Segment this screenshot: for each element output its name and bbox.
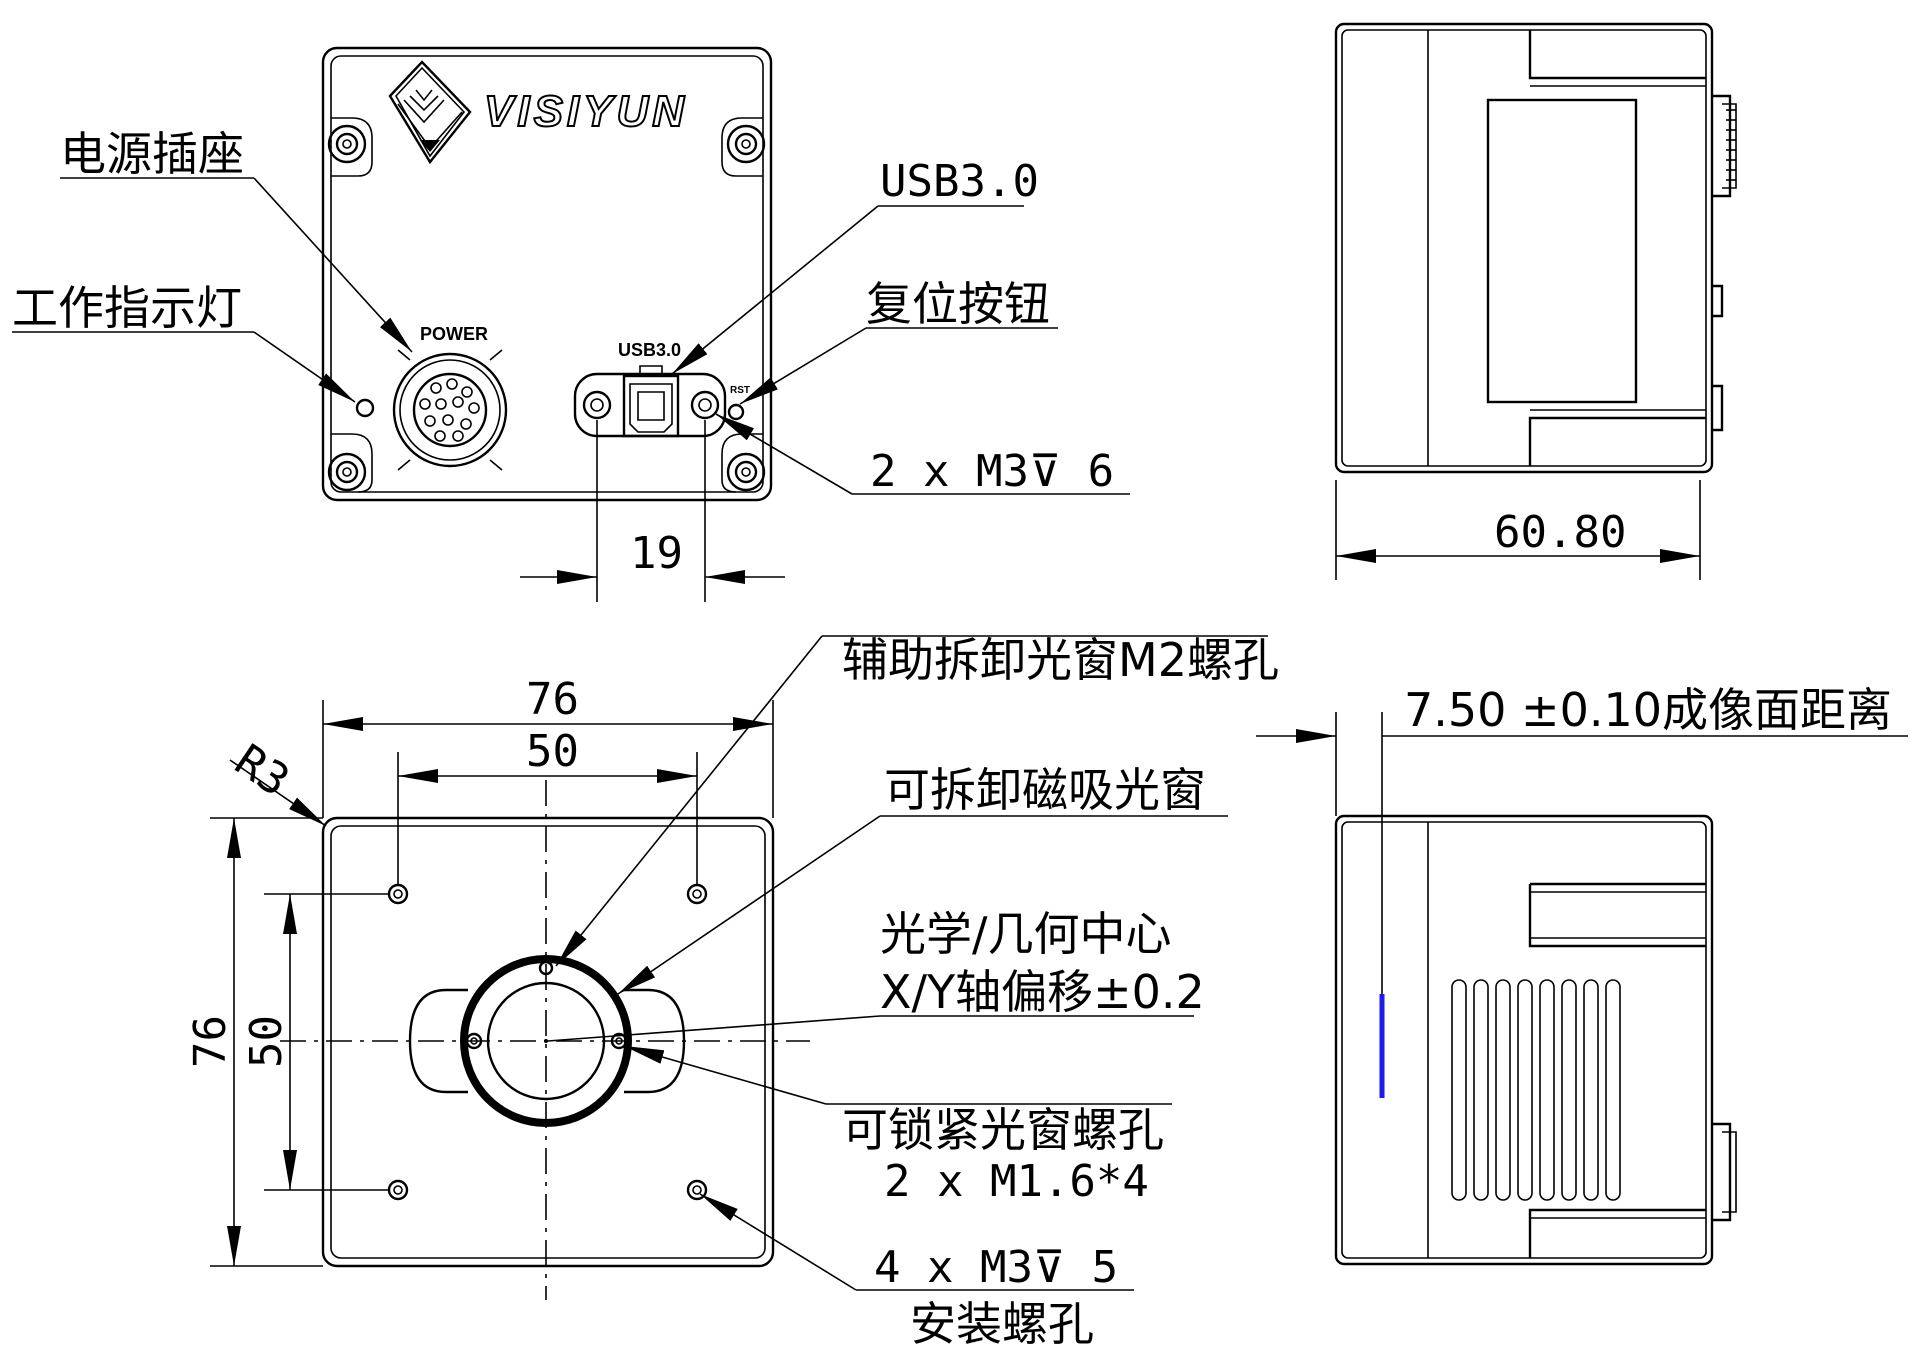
callout-status-light: 工作指示灯 xyxy=(12,281,242,335)
power-label: POWER xyxy=(420,324,488,344)
rear-outline xyxy=(321,46,773,502)
magnetic-window-ring xyxy=(460,955,632,1127)
dim-width-holes: 50 xyxy=(526,726,579,777)
callout-lock-holes-1: 可锁紧光窗螺孔 xyxy=(842,1103,1164,1157)
rst-label: RST xyxy=(730,385,750,396)
callout-lock-holes-2: 2 x M1.6*4 xyxy=(884,1156,1149,1207)
callout-optical-center-1: 光学/几何中心 xyxy=(880,907,1172,961)
heatsink-fins xyxy=(1451,979,1621,1201)
callout-reset-button: 复位按钮 xyxy=(866,277,1050,331)
callout-mount-holes-1: 4 x M3⊽ 5 xyxy=(874,1242,1118,1293)
rear-view: VISIYUN POWER USB3.0 RST xyxy=(12,46,1130,602)
dim-width-outer: 76 xyxy=(526,674,579,725)
callout-usb-screws: 2 x M3⊽ 6 xyxy=(870,446,1114,497)
usb3-port xyxy=(573,365,727,438)
status-light xyxy=(355,398,375,418)
callout-mount-holes-2: 安装螺孔 xyxy=(910,1297,1094,1351)
front-view: 76 50 76 50 R3 辅助拆卸光窗M2螺孔 可拆卸磁吸光窗 光学/几何中… xyxy=(185,633,1279,1351)
brand-logo-text: VISIYUN xyxy=(484,87,688,136)
usb-panel-label: USB3.0 xyxy=(618,340,681,360)
power-socket-connector xyxy=(392,349,508,471)
side-view-top: 60.80 xyxy=(1334,22,1737,580)
callout-optical-center-2: X/Y轴偏移±0.2 xyxy=(880,965,1205,1019)
visiyun-logo-icon xyxy=(388,60,472,165)
callout-magnetic-window: 可拆卸磁吸光窗 xyxy=(884,763,1206,817)
reset-button xyxy=(727,403,745,421)
dim-height-outer: 76 xyxy=(185,1015,236,1068)
dim-usb-spacing: 19 xyxy=(630,528,683,579)
dim-corner-radius: R3 xyxy=(226,735,298,807)
side-view-bottom: 7.50 ±0.10成像面距离 xyxy=(1256,683,1908,1266)
callout-image-plane: 7.50 ±0.10成像面距离 xyxy=(1404,683,1892,737)
dim-depth: 60.80 xyxy=(1494,507,1626,558)
callout-power-socket: 电源插座 xyxy=(60,127,244,181)
callout-window-m2-holes: 辅助拆卸光窗M2螺孔 xyxy=(842,633,1279,687)
dim-height-holes: 50 xyxy=(241,1015,292,1068)
front-outline xyxy=(321,816,775,1268)
corner-screws xyxy=(327,117,766,493)
callout-usb: USB3.0 xyxy=(880,156,1039,207)
